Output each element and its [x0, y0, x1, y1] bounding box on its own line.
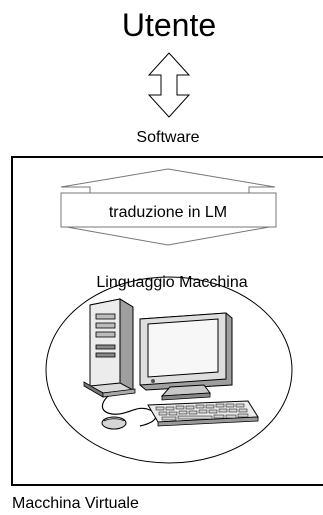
- virtual-machine-label: Macchina Virtuale: [12, 495, 139, 512]
- user-label: Utente: [122, 7, 216, 43]
- machine-language-label: Linguaggio Macchina: [96, 274, 247, 291]
- machine-ellipse: [45, 276, 293, 464]
- translation-box: [60, 192, 277, 228]
- software-label: Software: [136, 129, 199, 146]
- computer-icon: [83, 298, 259, 430]
- double-arrow-icon: [147, 52, 191, 118]
- virtual-machine-box: [11, 156, 323, 486]
- translation-label: traduzione in LM: [109, 204, 227, 221]
